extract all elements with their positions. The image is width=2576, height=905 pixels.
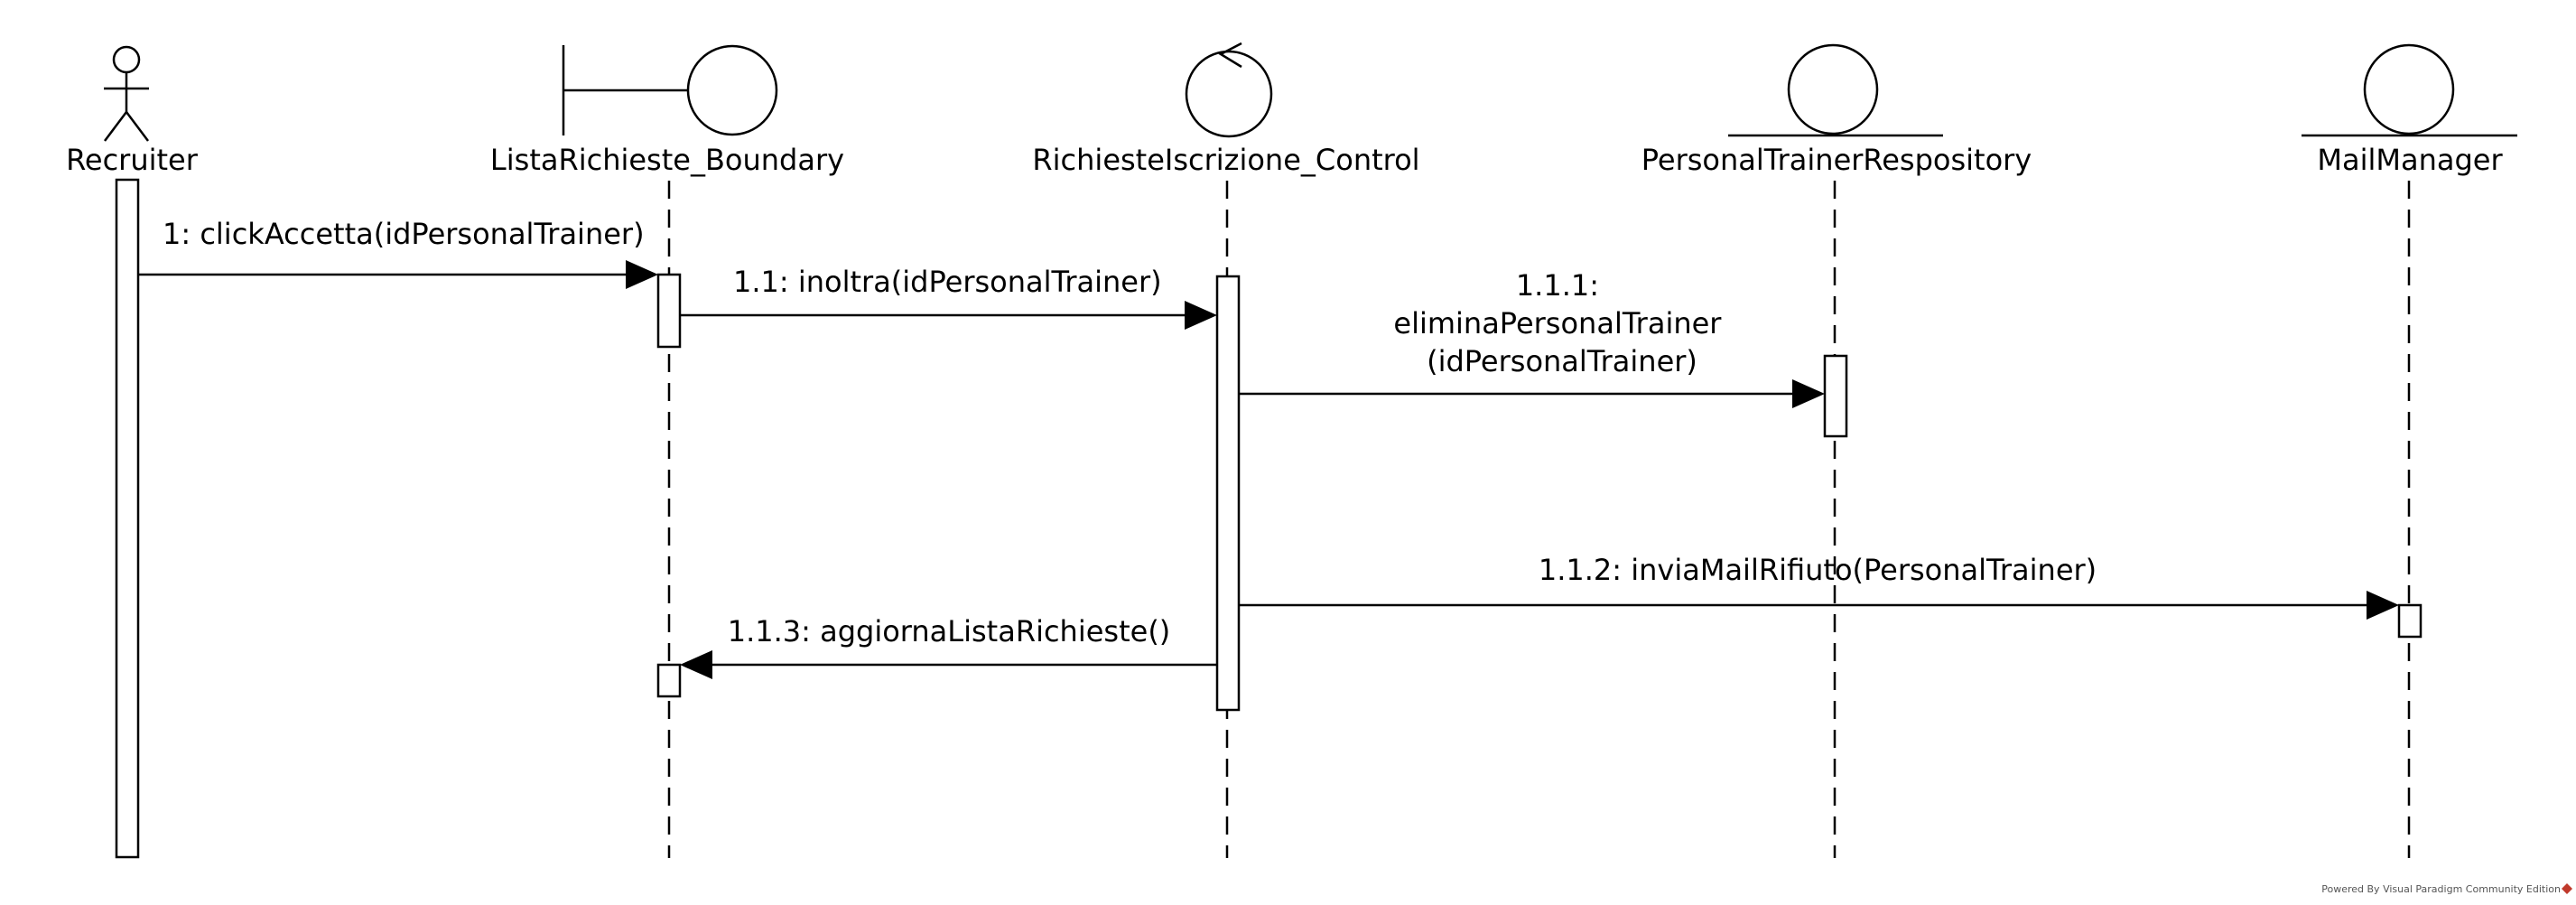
activation-mailmanager	[2397, 603, 2423, 639]
visual-paradigm-logo-icon	[2562, 883, 2572, 894]
boundary-icon	[562, 44, 778, 136]
activation-repository	[1823, 354, 1848, 438]
control-icon	[1185, 42, 1273, 138]
participant-name-recruiter: Recruiter	[66, 143, 199, 177]
activation-boundary-1	[656, 273, 682, 349]
actor-recruiter-icon	[104, 45, 149, 142]
message-1-arrow	[138, 260, 658, 289]
participant-name-control: RichiesteIscrizione_Control	[1032, 143, 1419, 177]
activation-boundary-2	[656, 663, 682, 698]
message-2-label: 1.1: inoltra(idPersonalTrainer)	[733, 265, 1162, 299]
activation-control	[1215, 275, 1241, 712]
activation-recruiter	[115, 178, 140, 859]
entity-mailmanager-icon	[2302, 43, 2517, 137]
participant-name-repository: PersonalTrainerRespository	[1641, 143, 2032, 177]
message-4-label: 1.1.2: inviaMailRifiuto(PersonalTrainer)	[1539, 553, 2097, 587]
message-4-arrow	[1239, 591, 2399, 620]
footer-credit: Powered By Visual Paradigm Community Edi…	[2321, 883, 2561, 895]
message-3-arrow	[1239, 379, 1825, 408]
message-3-label: 1.1.1: eliminaPersonalTrainer (idPersona…	[1393, 268, 1730, 378]
message-5-arrow	[680, 650, 1217, 679]
message-5-label: 1.1.3: aggiornaListaRichieste()	[728, 614, 1171, 648]
participant-name-boundary: ListaRichieste_Boundary	[490, 143, 844, 177]
message-1-label: 1: clickAccetta(idPersonalTrainer)	[163, 217, 645, 251]
participant-name-mailmanager: MailManager	[2317, 143, 2503, 177]
entity-repository-icon	[1728, 43, 1943, 137]
message-2-arrow	[680, 301, 1217, 330]
